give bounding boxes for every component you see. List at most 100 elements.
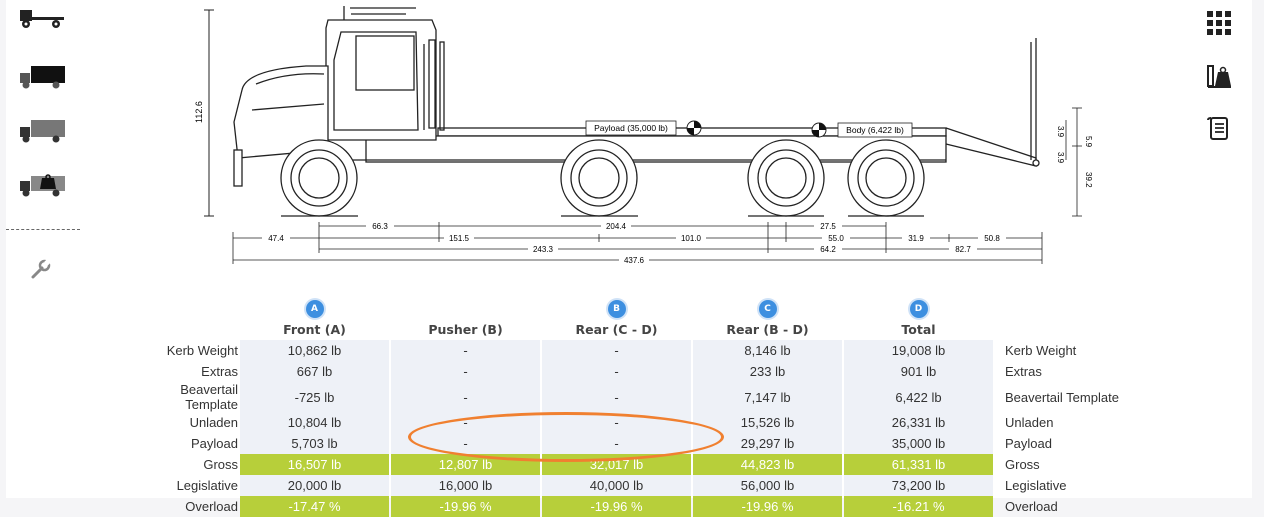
row-label-right: Extras xyxy=(1005,364,1042,379)
sidebar-divider xyxy=(6,229,80,230)
header-row: Front (A) Pusher (B) Rear (C - D) Rear (… xyxy=(156,319,1119,340)
payload-label: Payload (35,000 lb) xyxy=(594,123,668,133)
weight-cell: 19,008 lb xyxy=(844,340,993,361)
scale-weight-icon[interactable] xyxy=(1206,64,1236,94)
axle-badge-a[interactable]: A xyxy=(305,300,324,318)
table-row: Overload-17.47 %-19.96 %-19.96 %-19.96 %… xyxy=(156,496,1119,517)
wheel-front xyxy=(280,139,358,217)
col-header: Front (A) xyxy=(283,322,346,337)
weight-cell: 901 lb xyxy=(844,361,993,382)
scroll-report-icon[interactable] xyxy=(1206,116,1236,146)
axle-badge-c[interactable]: C xyxy=(758,300,777,318)
weight-cell: - xyxy=(542,361,691,382)
row-label-right: Payload xyxy=(1005,436,1052,451)
weight-cell: 7,147 lb xyxy=(693,382,842,412)
truck-box-grey-icon[interactable] xyxy=(18,118,68,148)
weight-cell: 5,703 lb xyxy=(240,433,389,454)
row-label: Legislative xyxy=(176,478,238,493)
weight-cell: - xyxy=(391,340,540,361)
right-sidebar xyxy=(1192,0,1252,200)
row-label: Beavertail Template xyxy=(180,382,238,412)
weight-cell: 667 lb xyxy=(240,361,389,382)
wheels xyxy=(280,139,925,217)
weight-cell: - xyxy=(391,382,540,412)
dimension-labels: 66.3 204.4 27.5 47.4 151.5 101.0 55.0 31… xyxy=(262,221,1006,265)
payload-cog: Payload (35,000 lb) xyxy=(585,120,702,136)
wheel-rear-2 xyxy=(847,139,925,217)
weight-cell: - xyxy=(542,433,691,454)
row-label: Extras xyxy=(201,364,238,379)
weight-cell: -19.96 % xyxy=(391,496,540,517)
weight-cell: 6,422 lb xyxy=(844,382,993,412)
grid-icon[interactable] xyxy=(1206,10,1236,40)
col-header: Rear (C - D) xyxy=(575,322,658,337)
svg-text:64.2: 64.2 xyxy=(820,245,836,254)
truck-chassis-icon[interactable] xyxy=(18,6,68,36)
badge-row: A B C D xyxy=(156,298,1119,319)
weight-cell: 61,331 lb xyxy=(844,454,993,475)
weight-cell: 40,000 lb xyxy=(542,475,691,496)
axle-badge-b[interactable]: B xyxy=(607,300,626,318)
svg-text:243.3: 243.3 xyxy=(533,245,554,254)
truck-weight-icon[interactable] xyxy=(18,172,68,202)
axle-weight-table: A B C D Front (A) Pusher (B) Rear (C - D… xyxy=(154,298,1121,517)
wheel-rear-1 xyxy=(747,139,825,217)
weight-cell: - xyxy=(391,433,540,454)
weight-cell: 15,526 lb xyxy=(693,412,842,433)
truck-diagram: 112.6 xyxy=(194,6,1093,265)
weight-cell: -16.21 % xyxy=(844,496,993,517)
dim-right-2: 3.9 xyxy=(1056,152,1065,164)
weight-cell: -19.96 % xyxy=(693,496,842,517)
truck-box-black-icon[interactable] xyxy=(18,64,68,94)
weight-cell: 56,000 lb xyxy=(693,475,842,496)
row-label-right: Beavertail Template xyxy=(1005,389,1119,405)
weight-cell: - xyxy=(542,412,691,433)
col-header: Total xyxy=(901,322,936,337)
row-label-right: Kerb Weight xyxy=(1005,343,1077,358)
weight-cell: - xyxy=(542,382,691,412)
weight-cell: -725 lb xyxy=(240,382,389,412)
weight-cell: 16,507 lb xyxy=(240,454,389,475)
right-dimensions xyxy=(1065,107,1082,217)
row-label: Unladen xyxy=(189,415,238,430)
weight-cell: -17.47 % xyxy=(240,496,389,517)
wrench-icon[interactable] xyxy=(30,258,54,288)
svg-text:27.5: 27.5 xyxy=(820,222,836,231)
row-label: Gross xyxy=(203,457,238,472)
weight-cell: 26,331 lb xyxy=(844,412,993,433)
row-label: Kerb Weight xyxy=(166,343,238,358)
svg-text:151.5: 151.5 xyxy=(449,234,470,243)
dim-right-0: 5.9 xyxy=(1084,136,1093,148)
svg-text:204.4: 204.4 xyxy=(606,222,627,231)
wheel-pusher xyxy=(560,139,638,217)
height-dimension xyxy=(204,9,214,217)
weight-cell: - xyxy=(391,412,540,433)
weight-cell: 44,823 lb xyxy=(693,454,842,475)
dim-height-label: 112.6 xyxy=(194,101,204,123)
axle-badge-d[interactable]: D xyxy=(909,300,928,318)
weight-cell: 10,862 lb xyxy=(240,340,389,361)
body-label: Body (6,422 lb) xyxy=(846,125,904,135)
svg-text:55.0: 55.0 xyxy=(828,234,844,243)
col-header: Pusher (B) xyxy=(428,322,503,337)
weight-cell: 8,146 lb xyxy=(693,340,842,361)
weight-cell: 16,000 lb xyxy=(391,475,540,496)
weight-cell: 233 lb xyxy=(693,361,842,382)
row-label: Overload xyxy=(185,499,238,514)
dim-right-3: 39.2 xyxy=(1084,172,1093,188)
row-label-right: Overload xyxy=(1005,499,1058,514)
left-sidebar xyxy=(6,0,86,498)
row-label: Payload xyxy=(191,436,238,451)
dim-right-1: 3.9 xyxy=(1056,126,1065,138)
svg-text:66.3: 66.3 xyxy=(372,222,388,231)
svg-text:50.8: 50.8 xyxy=(984,234,1000,243)
weight-cell: 73,200 lb xyxy=(844,475,993,496)
weight-cell: 35,000 lb xyxy=(844,433,993,454)
